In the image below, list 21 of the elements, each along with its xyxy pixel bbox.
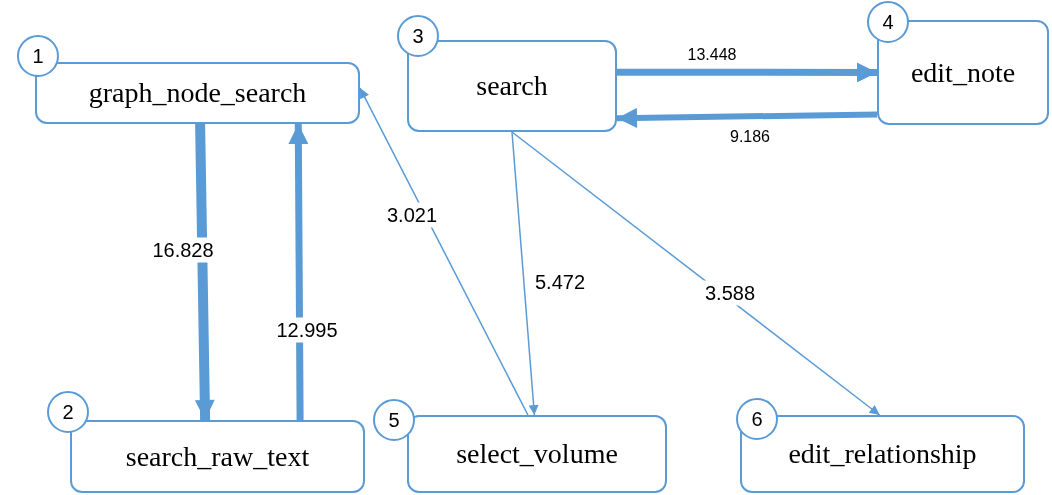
number-badge: 4 (867, 1, 909, 43)
number-badge: 2 (47, 391, 89, 433)
number-badge: 5 (373, 399, 415, 441)
edge-label: 3.588 (702, 280, 758, 306)
edge-label: 3.021 (384, 202, 440, 228)
node-label: search_raw_text (125, 440, 310, 473)
arrow (617, 62, 877, 83)
number-badge: 6 (736, 398, 778, 440)
node-label: edit_note (910, 56, 1016, 89)
arrow (616, 107, 878, 128)
node-label: select_volume (456, 438, 618, 470)
arrow (288, 123, 309, 421)
number-badge: 3 (397, 15, 439, 57)
arrow (511, 131, 539, 416)
node-label: graph_node_search (88, 77, 307, 109)
arrow (511, 131, 881, 416)
arrow (194, 123, 215, 421)
number-badge: 1 (17, 35, 59, 77)
arrow (359, 87, 529, 416)
node-label: search (476, 70, 548, 102)
node-label: edit_relationship (788, 438, 977, 470)
